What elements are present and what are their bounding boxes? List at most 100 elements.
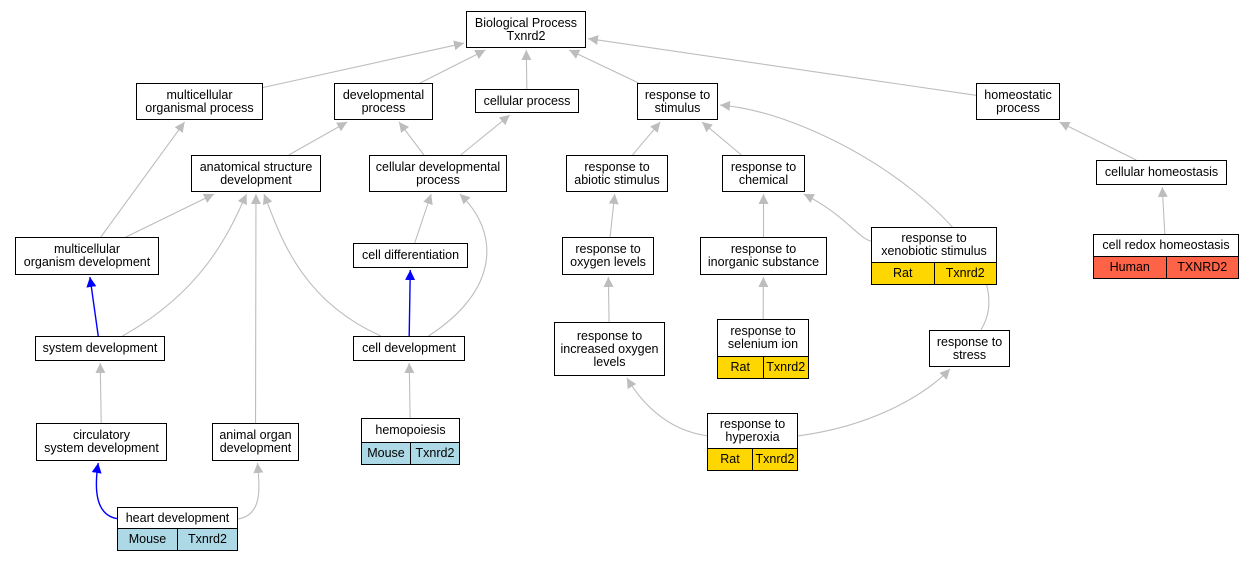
edge-response-to-abiotic-stimulus-to-response-to-stimulus (632, 121, 661, 156)
node-multicellular-organismal-process[interactable]: multicellular organismal process (136, 83, 263, 120)
edge-cell-development-to-cell-differentiation (405, 269, 416, 337)
edge-response-to-stimulus-to-root (568, 49, 639, 84)
node-label: cellular homeostasis (1104, 165, 1219, 179)
node-cell-development[interactable]: cell development (353, 336, 465, 361)
node-multicellular-organism-development[interactable]: multicellular organism development (15, 237, 159, 275)
edge-cell-development-to-anatomical-structure-development (262, 193, 382, 337)
edge-response-to-oxygen-levels-to-response-to-abiotic-stimulus (608, 193, 619, 238)
node-label: heart development (125, 510, 230, 525)
node-label: hemopoiesis (375, 423, 446, 437)
edge-response-to-hyperoxia-to-response-to-increased-oxygen-levels (626, 377, 708, 437)
node-label: response to stress (936, 334, 1003, 362)
annotation-row: Rat Txnrd2 (872, 262, 996, 284)
node-label: cellular developmental process (375, 159, 501, 187)
node-response-to-stimulus[interactable]: response to stimulus (637, 83, 718, 120)
node-cellular-process[interactable]: cellular process (475, 89, 579, 113)
edge-cellular-developmental-process-to-cellular-process (460, 114, 511, 156)
edge-multicellular-organism-development-to-anatomical-structure-development (125, 193, 215, 238)
node-label: homeostatic process (984, 87, 1052, 115)
gene-cell: TXNRD2 (1165, 257, 1239, 278)
annotation-row: Mouse Txnrd2 (362, 442, 459, 464)
annotation-row: Human TXNRD2 (1094, 256, 1238, 278)
node-label: multicellular organism development (23, 242, 151, 269)
edge-developmental-process-to-root (419, 49, 486, 84)
node-cellular-homeostasis[interactable]: cellular homeostasis (1096, 160, 1227, 185)
edge-system-development-to-multicellular-organism-development (86, 276, 99, 337)
edge-response-to-xenobiotic-stimulus-to-response-to-chemical (803, 193, 872, 242)
node-label: cellular process (483, 93, 571, 108)
species-cell: Rat (730, 360, 750, 374)
node-cellular-developmental-process[interactable]: cellular developmental process (369, 155, 507, 192)
edge-heart-development-to-animal-organ-development (237, 462, 264, 520)
edge-circulatory-system-development-to-system-development (95, 362, 106, 424)
node-label: cell differentiation (361, 248, 460, 262)
node-system-development[interactable]: system development (35, 336, 165, 361)
node-response-to-increased-oxygen-levels[interactable]: response to increased oxygen levels (554, 322, 665, 376)
gene-cell: Txnrd2 (410, 443, 459, 464)
species-cell: Rat (720, 452, 740, 466)
node-label: response to oxygen levels (570, 242, 646, 269)
edge-cellular-process-to-root (521, 49, 532, 90)
node-animal-organ-development[interactable]: animal organ development (212, 423, 299, 461)
gene-cell: Txnrd2 (933, 263, 997, 284)
edge-hemopoiesis-to-cell-development (404, 362, 415, 419)
edge-response-to-hyperoxia-to-response-to-stress (797, 368, 951, 437)
node-label: response to inorganic substance (707, 242, 820, 269)
node-label: response to increased oxygen levels (560, 328, 659, 369)
node-label: cell redox homeostasis (1102, 238, 1230, 252)
node-root[interactable]: Biological Process Txnrd2 (466, 11, 586, 48)
node-label: response to chemical (730, 159, 797, 187)
node-response-to-chemical[interactable]: response to chemical (722, 155, 805, 192)
node-label: developmental process (342, 87, 425, 115)
node-label: response to selenium ion (727, 324, 799, 351)
edge-anatomical-structure-development-to-developmental-process (288, 121, 348, 156)
node-label: response to hyperoxia (719, 417, 786, 444)
node-label: multicellular organismal process (145, 87, 254, 115)
node-label: system development (42, 341, 158, 355)
node-response-to-stress[interactable]: response to stress (929, 330, 1010, 367)
node-anatomical-structure-development[interactable]: anatomical structure development (191, 155, 321, 192)
node-response-to-inorganic-substance[interactable]: response to inorganic substance (700, 237, 827, 275)
node-label: animal organ development (219, 428, 292, 455)
node-label: anatomical structure development (199, 159, 313, 187)
node-label: response to abiotic stimulus (574, 159, 660, 187)
edge-cellular-homeostasis-to-homeostatic-process (1059, 121, 1137, 161)
gene-cell: Txnrd2 (752, 449, 797, 470)
annotation-row: Mouse Txnrd2 (118, 528, 237, 550)
species-cell: Rat (893, 266, 913, 280)
node-homeostatic-process[interactable]: homeostatic process (976, 83, 1060, 120)
node-circulatory-system-development[interactable]: circulatory system development (36, 423, 167, 461)
annotation-row: Rat Txnrd2 (708, 448, 797, 470)
edge-heart-development-to-circulatory-system-development (91, 462, 118, 520)
species-cell: Human (1109, 260, 1150, 274)
edge-homeostatic-process-to-root (587, 35, 977, 96)
node-cell-differentiation[interactable]: cell differentiation (353, 243, 468, 268)
node-response-to-abiotic-stimulus[interactable]: response to abiotic stimulus (566, 155, 668, 192)
edge-multicellular-organism-development-to-multicellular-organismal-process (100, 121, 186, 238)
edge-response-to-chemical-to-response-to-stimulus (701, 121, 742, 156)
species-cell: Mouse (367, 446, 405, 460)
node-label: response to stimulus (644, 87, 711, 115)
edge-response-to-stress-to-response-to-stimulus (719, 100, 990, 331)
edge-cell-differentiation-to-cellular-developmental-process (414, 193, 433, 244)
species-cell: Mouse (128, 532, 167, 546)
node-developmental-process[interactable]: developmental process (334, 83, 433, 120)
edge-cell-redox-homeostasis-to-cellular-homeostasis (1157, 186, 1168, 235)
node-label: response to xenobiotic stimulus (881, 231, 987, 258)
node-label: circulatory system development (44, 428, 159, 455)
node-response-to-oxygen-levels[interactable]: response to oxygen levels (562, 237, 654, 275)
edge-system-development-to-anatomical-structure-development (122, 193, 248, 337)
gene-cell: Txnrd2 (177, 529, 237, 550)
edge-multicellular-organismal-process-to-root (262, 40, 465, 89)
annotation-row: Rat Txnrd2 (718, 356, 808, 378)
gene-cell: Txnrd2 (762, 357, 809, 378)
node-label: Biological Process Txnrd2 (474, 15, 578, 43)
